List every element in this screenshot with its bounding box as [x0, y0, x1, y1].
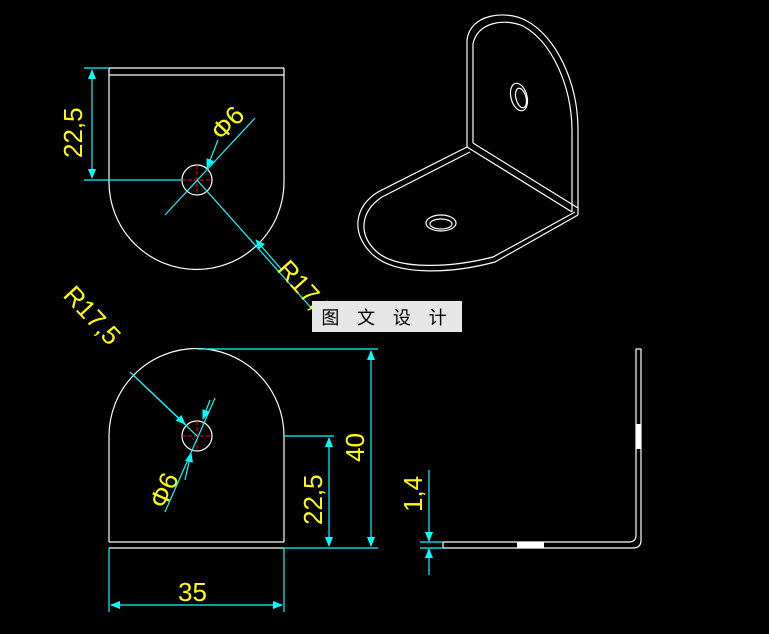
iso-hole-upper — [509, 82, 529, 112]
top-view: 22,5 Φ6 R17,5 — [58, 67, 340, 326]
front-view-dimensions — [108, 348, 378, 612]
watermark-text: 图 文 设 计 — [321, 307, 453, 329]
side-view-outline — [442, 348, 642, 549]
top-view-outline — [108, 67, 285, 271]
front-radius-dim-text: R17,5 — [58, 280, 127, 351]
break-mark — [517, 542, 544, 548]
front-total-height-dim-text: 40 — [340, 433, 370, 462]
top-view-dimensions — [84, 67, 323, 321]
isometric-view — [357, 14, 579, 272]
front-hole-dim-text: Φ6 — [143, 468, 185, 512]
front-view-outline — [108, 347, 285, 549]
top-hole-dim-text: Φ6 — [204, 100, 250, 146]
side-thickness-dim-text: 1,4 — [398, 476, 428, 512]
front-width-dim-text: 35 — [178, 577, 207, 607]
side-view-dimensions — [420, 470, 443, 575]
side-view: 1,4 — [398, 348, 642, 575]
front-hole-height-dim-text: 22,5 — [298, 474, 328, 525]
iso-hole-lower — [425, 214, 457, 232]
top-height-dim-text: 22,5 — [58, 107, 88, 158]
watermark-badge: 图 文 设 计 — [312, 301, 462, 332]
break-mark — [636, 424, 641, 449]
